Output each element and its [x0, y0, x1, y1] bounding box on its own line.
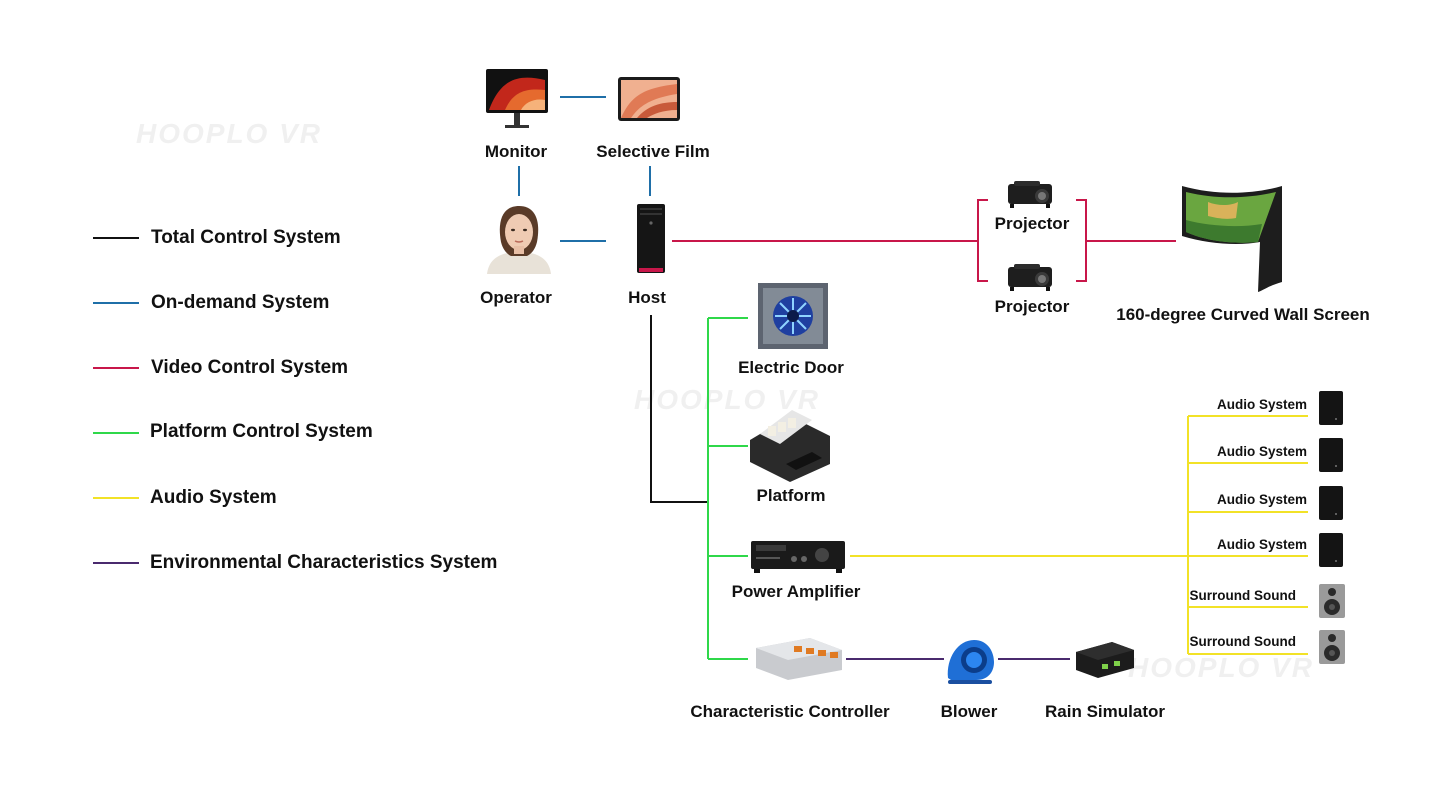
legend-line-environmental — [93, 562, 139, 564]
rain-simulator-icon — [1076, 642, 1134, 678]
curved-screen-icon — [1182, 186, 1282, 292]
projector-icon — [1008, 264, 1052, 291]
legend-label: Environmental Characteristics System — [150, 552, 498, 573]
platform-icon — [750, 410, 830, 482]
node-label-selective-film: Selective Film — [596, 142, 710, 161]
legend-label: Audio System — [150, 487, 277, 508]
speaker-label: Surround Sound — [1189, 634, 1296, 649]
speaker-icon — [1319, 391, 1343, 425]
node-label-rain-simulator: Rain Simulator — [1045, 702, 1165, 721]
node-label-projector: Projector — [994, 297, 1070, 316]
watermark: HOOPLO VR — [1128, 652, 1315, 683]
speaker-label: Audio System — [1216, 397, 1307, 412]
node-label-projector: Projector — [994, 214, 1070, 233]
characteristic-controller-icon — [756, 638, 842, 680]
selective-film-icon — [618, 77, 680, 121]
watermark: HOOPLO VR — [136, 118, 323, 149]
node-label-blower: Blower — [940, 702, 998, 721]
node-label-monitor: Monitor — [484, 142, 548, 161]
node-label-operator: Operator — [480, 288, 552, 307]
operator-icon — [487, 206, 551, 274]
node-label-power-amplifier: Power Amplifier — [731, 582, 861, 601]
projector-icon — [1008, 181, 1052, 208]
speaker-label: Audio System — [1216, 492, 1307, 507]
monitor-icon — [486, 69, 548, 128]
node-label-host: Host — [628, 288, 666, 307]
speaker-label: Audio System — [1216, 537, 1307, 552]
surround-speaker-icon — [1319, 584, 1345, 618]
node-label-characteristic-controller: Characteristic Controller — [690, 702, 890, 721]
host-computer-icon — [637, 204, 665, 273]
blower-icon — [947, 640, 994, 684]
legend-label: Total Control System — [151, 227, 341, 248]
speaker-label: Surround Sound — [1189, 588, 1296, 603]
speaker-icon — [1319, 438, 1343, 472]
legend-line-on-demand — [93, 302, 139, 304]
surround-speaker-icon — [1319, 630, 1345, 664]
legend-line-platform-control — [93, 432, 139, 434]
power-amplifier-icon — [751, 541, 845, 573]
watermark: HOOPLO VR — [634, 384, 821, 415]
electric-door-icon — [758, 283, 828, 349]
legend-line-video-control — [93, 367, 139, 369]
legend-label: Platform Control System — [150, 421, 373, 442]
speaker-icon — [1319, 486, 1343, 520]
legend-line-total-control — [93, 237, 139, 239]
speaker-label: Audio System — [1216, 444, 1307, 459]
node-label-electric-door: Electric Door — [738, 358, 844, 377]
legend-label: Video Control System — [151, 357, 349, 378]
node-label-curved-screen: 160-degree Curved Wall Screen — [1116, 305, 1370, 324]
speaker-icon — [1319, 533, 1343, 567]
legend-line-audio — [93, 497, 139, 499]
legend-label: On-demand System — [151, 292, 330, 313]
node-label-platform: Platform — [756, 486, 826, 505]
